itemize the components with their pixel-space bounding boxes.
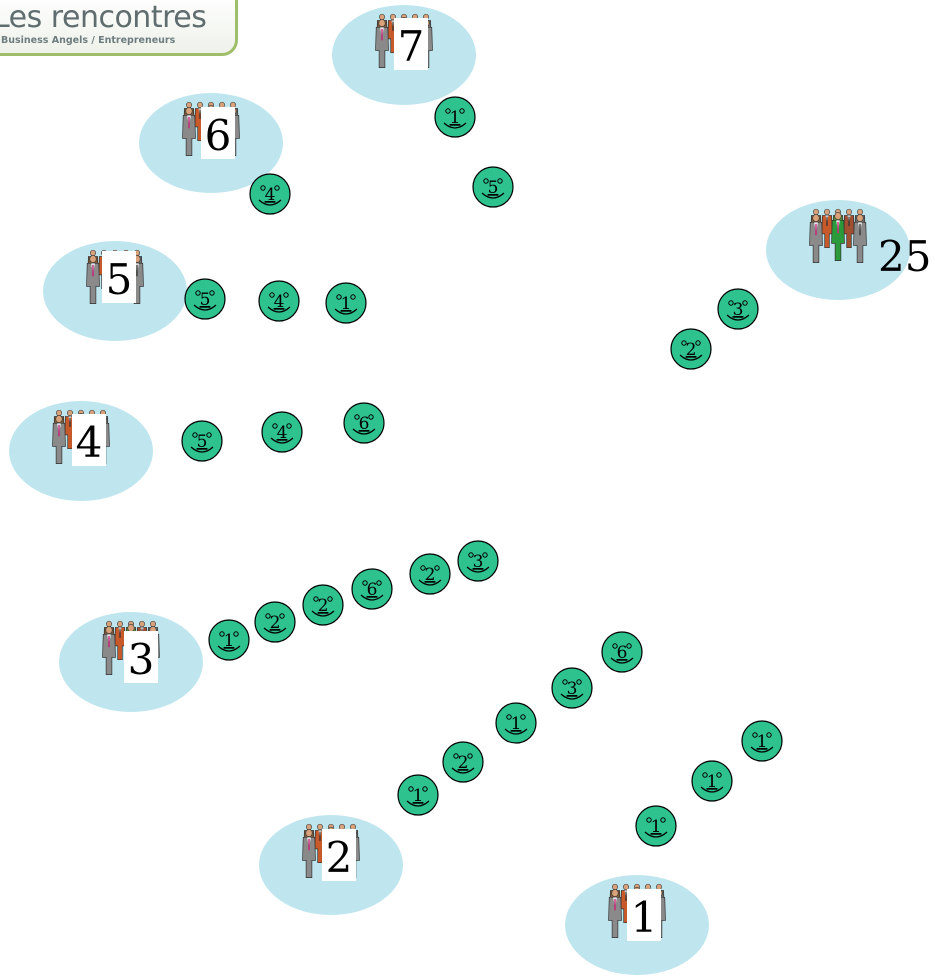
table-group-25: 25 <box>766 200 931 300</box>
smiley-number: 1 <box>450 108 461 128</box>
participant-smiley-icon: 1 <box>636 806 676 846</box>
participant-smiley-icon: 1 <box>326 283 366 323</box>
participant-smiley-icon: 6 <box>352 569 392 609</box>
smiley-number: 5 <box>197 432 208 452</box>
smiley-number: 2 <box>270 613 281 633</box>
smiley-number: 1 <box>413 786 424 806</box>
participant-smiley-icon: 4 <box>250 174 290 214</box>
participant-smiley-icon: 1 <box>496 703 536 743</box>
table-group-4: 4 <box>9 401 153 501</box>
smiley-number: 6 <box>359 414 370 434</box>
smiley-number: 5 <box>200 290 211 310</box>
participant-smiley-icon: 3 <box>458 541 498 581</box>
participant-smiley-icon: 3 <box>552 668 592 708</box>
participant-smiley-icon: 2 <box>303 585 343 625</box>
table-number-label: 7 <box>398 22 425 71</box>
participant-smiley-icon: 6 <box>344 403 384 443</box>
smiley-number: 6 <box>617 643 628 663</box>
participant-smiley-icon: 2 <box>255 602 295 642</box>
participant-smiley-icon: 2 <box>443 742 483 782</box>
smiley-number: 4 <box>277 423 288 443</box>
table-number-label: 6 <box>205 111 232 160</box>
table-number-label: 1 <box>631 893 658 942</box>
smiley-number: 4 <box>265 185 276 205</box>
smiley-number: 3 <box>733 300 744 320</box>
smiley-number: 1 <box>651 817 662 837</box>
smiley-number: 2 <box>425 565 436 585</box>
participant-smiley-icon: 5 <box>182 421 222 461</box>
participant-smiley-icon: 1 <box>742 721 782 761</box>
table-number-label: 3 <box>128 635 155 684</box>
smiley-number: 3 <box>473 552 484 572</box>
table-group-7: 7 <box>332 5 476 105</box>
table-number-label: 5 <box>106 255 133 304</box>
participant-smiley-icon: 6 <box>602 632 642 672</box>
table-group-3: 3 <box>59 612 203 712</box>
smiley-number: 1 <box>707 772 718 792</box>
participant-smiley-icon: 4 <box>262 412 302 452</box>
participant-smiley-icon: 1 <box>692 761 732 801</box>
participant-smiley-icon: 1 <box>398 775 438 815</box>
table-number-label: 4 <box>76 418 103 467</box>
participant-smiley-icon: 4 <box>259 281 299 321</box>
smiley-number: 1 <box>757 732 768 752</box>
smiley-number: 2 <box>458 753 469 773</box>
smiley-number: 1 <box>224 631 235 651</box>
participant-smiley-icon: 1 <box>435 97 475 137</box>
participant-smiley-icon: 5 <box>473 167 513 207</box>
smiley-number: 2 <box>686 340 697 360</box>
participant-smiley-icon: 2 <box>671 329 711 369</box>
smiley-number: 4 <box>274 292 285 312</box>
table-group-1: 1 <box>565 875 709 975</box>
smiley-number: 1 <box>341 294 352 314</box>
smiley-number: 5 <box>488 178 499 198</box>
smiley-number: 6 <box>367 580 378 600</box>
table-group-5: 5 <box>43 241 187 341</box>
table-group-2: 2 <box>259 815 403 915</box>
participant-smiley-icon: 5 <box>185 279 225 319</box>
participant-smiley-icon: 1 <box>209 620 249 660</box>
table-number-label: 25 <box>878 232 931 281</box>
smiley-number: 2 <box>318 596 329 616</box>
participant-smiley-icon: 2 <box>410 554 450 594</box>
smiley-number: 3 <box>567 679 578 699</box>
table-number-label: 2 <box>326 833 353 882</box>
group-of-people-icon <box>810 209 867 263</box>
participant-smiley-icon: 3 <box>718 289 758 329</box>
smiley-number: 1 <box>511 714 522 734</box>
